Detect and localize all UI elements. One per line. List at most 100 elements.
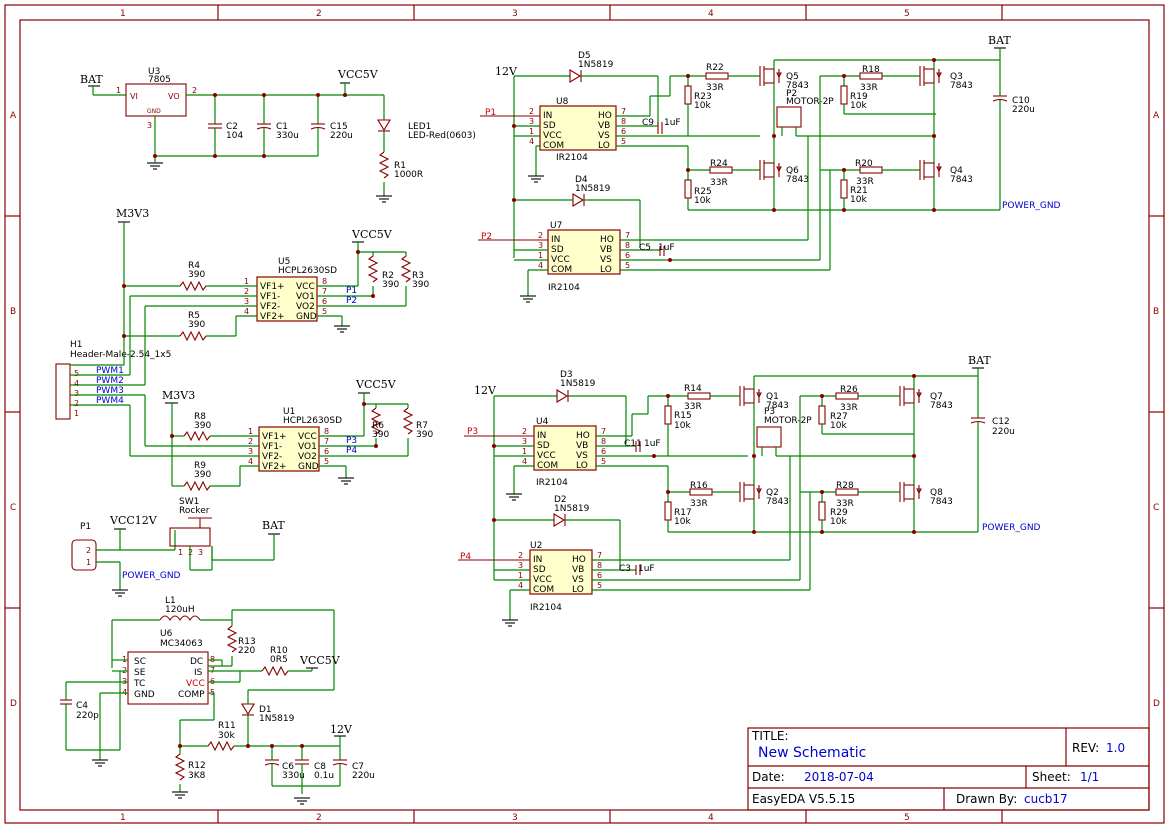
- ir-pins_l-3-label: COM: [543, 141, 564, 151]
- u6-val-label: MC34063: [160, 639, 203, 649]
- u1-pins_l-2-label: VF2-: [262, 452, 282, 462]
- ir-nl-3-label: 4: [522, 457, 527, 466]
- res_mid-r8v-label: 390: [194, 421, 211, 431]
- rect-shape: [756, 426, 782, 448]
- bridge1-c9-label: C9: [642, 118, 654, 128]
- bridge2-r15-label: R15: [674, 411, 692, 421]
- path-shape: [159, 615, 201, 622]
- zone-dividers: [5, 5, 1164, 823]
- u1-ref-label: U1: [283, 407, 295, 417]
- power-vcc12v-label: VCC12V: [109, 514, 158, 527]
- path-shape: [970, 420, 986, 424]
- u5-pins_l-0-label: VF1+: [260, 282, 285, 292]
- ir-nr-0-label: 7: [597, 551, 602, 560]
- rect-shape: [776, 106, 802, 128]
- u1-n1-label: P3: [346, 436, 357, 446]
- ir-pins_l-0-label: IN: [543, 111, 552, 121]
- zone-row-c: C: [10, 503, 16, 513]
- use-shape: [527, 175, 545, 183]
- u6-c4-label: C4: [76, 701, 88, 711]
- inner-frame: [19, 19, 1150, 811]
- circle-shape: [752, 454, 756, 458]
- u5-nr-1-label: 7: [322, 287, 327, 296]
- bridge1-d4v-label: 1N5819: [575, 184, 611, 194]
- use-shape: [840, 179, 848, 199]
- res_mid-r4-label: R4: [188, 261, 200, 271]
- ir-pins_r-0-label: HO: [598, 111, 612, 121]
- bridge2-qv-label: 7843: [930, 497, 953, 507]
- ir-pins_l-3-label: COM: [537, 461, 558, 471]
- sw-sw_pins-0-label: 1: [178, 548, 183, 557]
- u6-c7-label: C7: [352, 762, 364, 772]
- res_mid-r5v-label: 390: [188, 320, 205, 330]
- h1-pins-1-label: 4: [74, 379, 79, 388]
- u3-ref: U3: [148, 67, 160, 77]
- bridge2-in_a-label: P3: [467, 427, 478, 437]
- bridge1-c10v-label: 220u: [1012, 105, 1035, 115]
- zone-row-b-right: B: [1153, 307, 1159, 317]
- bridge2-u2-label: U2: [530, 541, 542, 551]
- bridge2-r16v-label: 33R: [690, 499, 708, 509]
- bridge1-r19v-label: 10k: [850, 101, 867, 111]
- u5-pins_l-1-label: VF1-: [260, 292, 280, 302]
- bridge2-r14-label: R14: [684, 384, 702, 394]
- bridge2-r17v-label: 10k: [674, 517, 691, 527]
- circle-shape: [772, 208, 776, 212]
- use-shape: [91, 759, 109, 767]
- u6-c6v-label: 330u: [282, 771, 305, 781]
- u1-nl-3-label: 4: [248, 457, 253, 466]
- ir-pins_r-0-label: HO: [600, 235, 614, 245]
- circle-shape: [912, 530, 916, 534]
- use-shape: [919, 159, 942, 181]
- bridge1-r25-label: R25: [694, 187, 712, 197]
- u1-pins_l-1-label: VF1-: [262, 442, 282, 452]
- ir-pins_l-2-label: VCC: [543, 131, 562, 141]
- ir-pins_r-1-label: VB: [572, 565, 584, 575]
- bridge2-d2-label: D2: [554, 495, 567, 505]
- path-shape: [377, 119, 391, 132]
- use-shape: [705, 72, 729, 80]
- zone-col-4-bottom: 4: [708, 813, 714, 823]
- path-shape: [992, 98, 1008, 102]
- sw-p1_pins-0-label: 2: [86, 546, 91, 555]
- u6-c6-label: C6: [282, 762, 294, 772]
- u3-p3-label: 3: [147, 121, 152, 130]
- ir-nl-0-label: 2: [538, 231, 543, 240]
- use-shape: [368, 255, 378, 283]
- vcc5v-label-u5: VCC5V: [351, 228, 393, 241]
- u1-nl-1-label: 2: [248, 437, 253, 446]
- circle-shape: [772, 134, 776, 138]
- bridge2-r29-label: R29: [830, 508, 848, 518]
- u6-pins_l-2-label: TC: [133, 679, 145, 689]
- u6-r11v-label: 30k: [218, 731, 235, 741]
- bridge1-u7-label: U7: [550, 221, 562, 231]
- circle-shape: [686, 74, 690, 78]
- u1-nr-1-label: 7: [324, 437, 329, 446]
- use-shape: [111, 589, 129, 597]
- bridge1-c9v-label: 1uF: [664, 118, 681, 128]
- power-v12-label: 12V: [474, 384, 497, 397]
- sw-sw1v-label: Rocker: [179, 506, 210, 516]
- ir-nl-0-label: 2: [518, 551, 523, 560]
- res_mid-r2v-label: 390: [382, 280, 399, 290]
- ir-nr-2-label: 6: [621, 127, 626, 136]
- ir-val-label: IR2104: [536, 478, 568, 488]
- bridge1-r18-label: R18: [862, 65, 880, 75]
- use-shape: [183, 431, 211, 441]
- ir-nl-2-label: 1: [518, 571, 523, 580]
- use-shape: [759, 159, 782, 181]
- sw-sw1-label: SW1: [179, 497, 199, 507]
- u5-nr-3-label: 5: [322, 307, 327, 316]
- u6-d1-label: D1: [259, 705, 272, 715]
- use-shape: [375, 195, 393, 203]
- ir-pins_l-3-label: COM: [533, 585, 554, 595]
- bridge2-qv-label: 7843: [766, 497, 789, 507]
- ir-nr-1-label: 8: [621, 117, 626, 126]
- use-shape: [293, 797, 311, 805]
- h1-pins-2-label: 3: [74, 389, 79, 398]
- use-shape: [333, 325, 351, 333]
- ir-pins_r-1-label: VB: [600, 245, 612, 255]
